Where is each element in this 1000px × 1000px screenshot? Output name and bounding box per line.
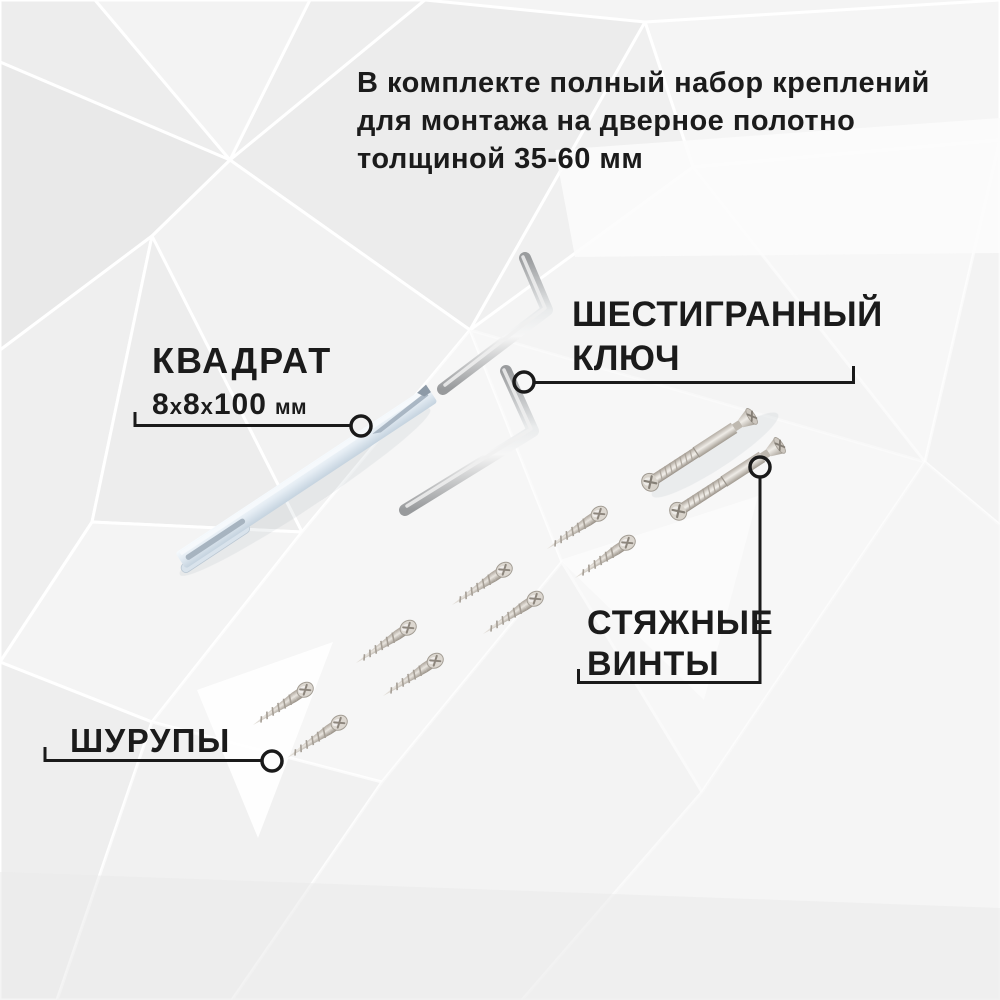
callout-leaders bbox=[43, 366, 855, 773]
hex-key-label-line: ШЕСТИГРАННЫЙ bbox=[572, 295, 883, 334]
screws-label-text: ШУРУПЫ bbox=[70, 722, 231, 759]
square-rod-leader bbox=[133, 412, 373, 438]
square-rod-title: КВАДРАТ bbox=[152, 340, 333, 381]
tie-bolts-leader bbox=[577, 455, 772, 684]
callout-circle bbox=[349, 414, 373, 438]
header-note: В комплекте полный набор креплений для м… bbox=[357, 64, 930, 178]
hex-key-image bbox=[437, 252, 553, 395]
callout-circle bbox=[260, 749, 284, 773]
header-note-line: для монтажа на дверное полотно bbox=[357, 105, 856, 137]
header-note-line: В комплекте полный набор креплений bbox=[357, 67, 930, 99]
tie-bolts-label-line: ВИНТЫ bbox=[587, 645, 720, 683]
header-note-line: толщиной 35-60 мм bbox=[357, 143, 644, 175]
square-spindle-image bbox=[176, 384, 437, 573]
background-highlights bbox=[0, 118, 1000, 1000]
hex-key-image bbox=[399, 365, 539, 516]
screws-label: ШУРУПЫ bbox=[70, 722, 231, 760]
screws-leader bbox=[43, 747, 284, 773]
hex-key-leader bbox=[512, 366, 855, 394]
hex-key-label: ШЕСТИГРАННЫЙ КЛЮЧ bbox=[572, 293, 883, 381]
tie-bolts-label: СТЯЖНЫЕ ВИНТЫ bbox=[587, 603, 774, 685]
hex-key-label-line: КЛЮЧ bbox=[572, 339, 681, 378]
tie-bolts-label-line: СТЯЖНЫЕ bbox=[587, 604, 774, 642]
